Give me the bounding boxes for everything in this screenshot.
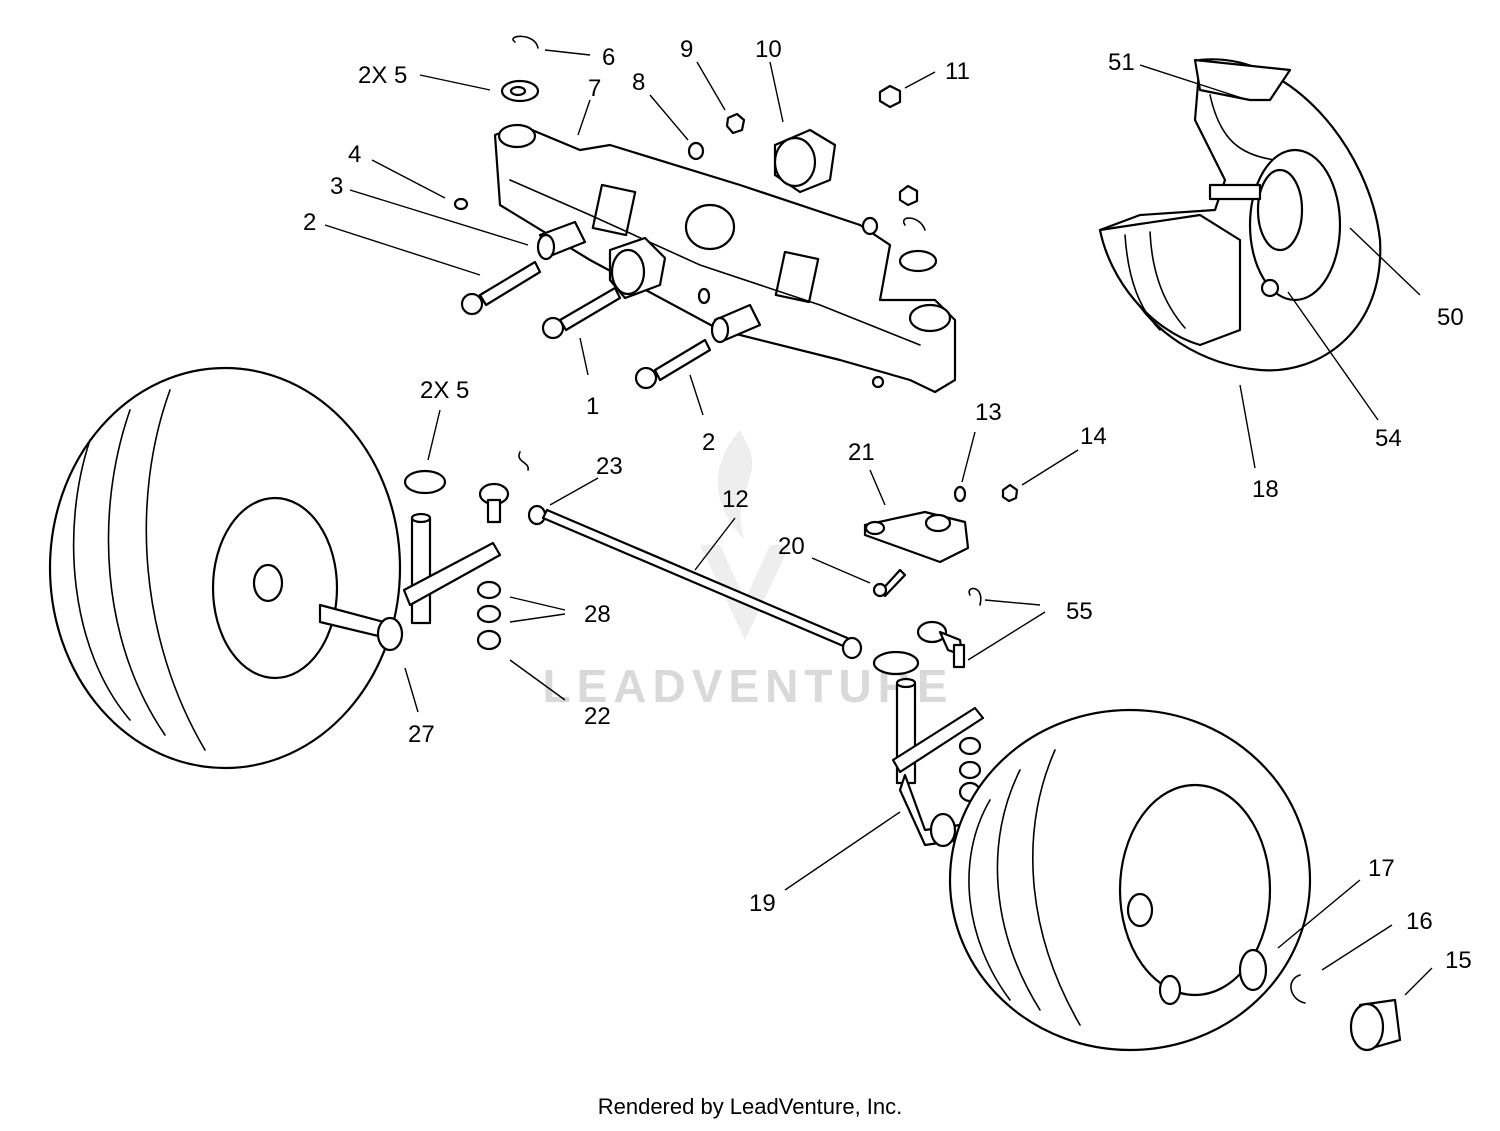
lock-washer [687, 141, 705, 161]
callout-5-top: 2X 5 [358, 62, 407, 89]
callout-3: 3 [330, 173, 343, 200]
pivot-bushing-lower [608, 236, 667, 300]
axle-spacer-left [536, 220, 587, 261]
callout-28: 28 [584, 601, 611, 628]
callout-51: 51 [1108, 49, 1135, 76]
callout-20: 20 [778, 533, 805, 560]
hex-nut-14 [1001, 483, 1019, 503]
hex-nut-right [898, 184, 919, 207]
axle-bolt-lower [634, 338, 712, 390]
callout-6: 6 [602, 44, 615, 71]
wheel-cutaway-detail [1098, 58, 1382, 372]
pivot-bushing-upper [773, 128, 837, 194]
left-tie-rod-end [478, 451, 547, 526]
callout-13: 13 [975, 399, 1002, 426]
left-front-wheel [48, 366, 402, 770]
hex-nut-11 [878, 84, 902, 109]
callout-1: 1 [586, 393, 599, 420]
e-clip-top [512, 35, 539, 49]
callout-15: 15 [1445, 947, 1472, 974]
left-spindle-washer [403, 469, 447, 495]
e-clip-right [902, 217, 926, 231]
left-steering-spindle [318, 512, 502, 652]
left-hardware-stack [476, 580, 502, 651]
callout-labels: 2X 5 6 7 8 9 10 11 4 3 2 1 2 51 50 54 18… [303, 36, 1472, 974]
callout-2-lower: 2 [702, 429, 715, 456]
lock-washer-13 [953, 485, 967, 503]
callout-21: 21 [848, 439, 875, 466]
right-hardware-stack [958, 736, 982, 803]
leader-lines [324, 49, 1433, 996]
callout-18: 18 [1252, 476, 1279, 503]
callout-10: 10 [755, 36, 782, 63]
callout-12: 12 [722, 486, 749, 513]
callout-27: 27 [408, 721, 435, 748]
callout-7: 7 [588, 75, 601, 102]
callout-14: 14 [1080, 423, 1107, 450]
steering-arm [863, 510, 970, 564]
right-tie-rod-end [916, 587, 982, 669]
callout-2-upper: 2 [303, 209, 316, 236]
callout-17: 17 [1368, 855, 1395, 882]
axle-spacer-right [710, 303, 762, 344]
right-steering-spindle [891, 677, 985, 848]
right-front-wheel [948, 708, 1312, 1052]
callout-5-left: 2X 5 [420, 377, 469, 404]
callout-22: 22 [584, 703, 611, 730]
grease-fitting [453, 197, 469, 211]
wheel-bearing-17 [1238, 948, 1268, 992]
lock-washer-right [861, 216, 879, 236]
callout-19: 19 [749, 890, 776, 917]
axle-beam [493, 123, 957, 394]
leadventure-watermark-logo [700, 430, 790, 640]
grease-fitting-end [871, 375, 885, 389]
flat-washer-right [898, 249, 938, 273]
callout-8: 8 [632, 69, 645, 96]
axle-bolt-upper-left [460, 260, 542, 316]
hub-cap-15 [1349, 998, 1402, 1052]
e-clip-16 [1290, 974, 1306, 1004]
render-credit: Rendered by LeadVenture, Inc. [597, 1094, 903, 1119]
callout-9: 9 [680, 36, 693, 63]
callout-11: 11 [945, 58, 970, 85]
grease-fitting-center [697, 287, 711, 305]
right-spindle-washer [872, 650, 920, 676]
hex-nut-top [725, 112, 746, 135]
callout-23: 23 [596, 453, 623, 480]
callout-50: 50 [1437, 304, 1464, 331]
callout-16: 16 [1406, 908, 1433, 935]
callout-54: 54 [1375, 425, 1402, 452]
callout-4: 4 [348, 141, 361, 168]
pivot-bolt [541, 286, 622, 340]
callout-55: 55 [1066, 598, 1093, 625]
